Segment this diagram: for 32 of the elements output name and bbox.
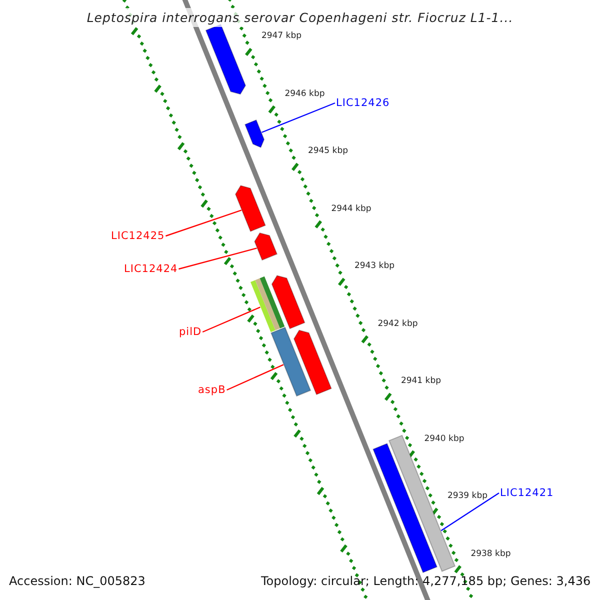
leader-line [202, 306, 260, 333]
scale-label: 2938 kbp [470, 548, 511, 559]
gene-label: LIC12424 [124, 263, 178, 275]
scale-label: 2941 kbp [400, 376, 442, 386]
leader-line [262, 102, 336, 133]
gene-block [234, 185, 266, 232]
gene-label: LIC12421 [500, 487, 554, 499]
gene-block [250, 276, 285, 332]
gene-label: aspB [198, 384, 226, 396]
leader-line [226, 364, 284, 391]
gene-label: LIC12426 [336, 97, 390, 109]
gene-block [372, 442, 438, 574]
scale-label: 2945 kbp [308, 146, 348, 156]
leader-line [440, 492, 500, 532]
scale-label: 2939 kbp [447, 491, 488, 502]
scale-label: 2947 kbp [261, 31, 302, 42]
gene-label: pilD [179, 326, 202, 338]
gene-block [293, 330, 332, 396]
scale-label: 2942 kbp [378, 318, 418, 329]
leader-line [166, 210, 242, 237]
footer-text: Topology: circular; Length: 4,277,185 bp; Genes: 3,436 [261, 574, 591, 588]
gene-block [271, 275, 306, 330]
gene-block [254, 232, 278, 261]
scale-label: 2944 kbp [331, 204, 372, 214]
gene-block [244, 119, 265, 148]
scale-label: 2940 kbp [424, 434, 464, 444]
scale-label: 2946 kbp [284, 88, 325, 99]
scale-label: 2943 kbp [354, 261, 395, 272]
leader-line [178, 248, 257, 270]
gene-label: LIC12425 [111, 230, 165, 242]
footer-text: Accession: NC_005823 [9, 574, 146, 588]
gene-block [270, 326, 312, 397]
